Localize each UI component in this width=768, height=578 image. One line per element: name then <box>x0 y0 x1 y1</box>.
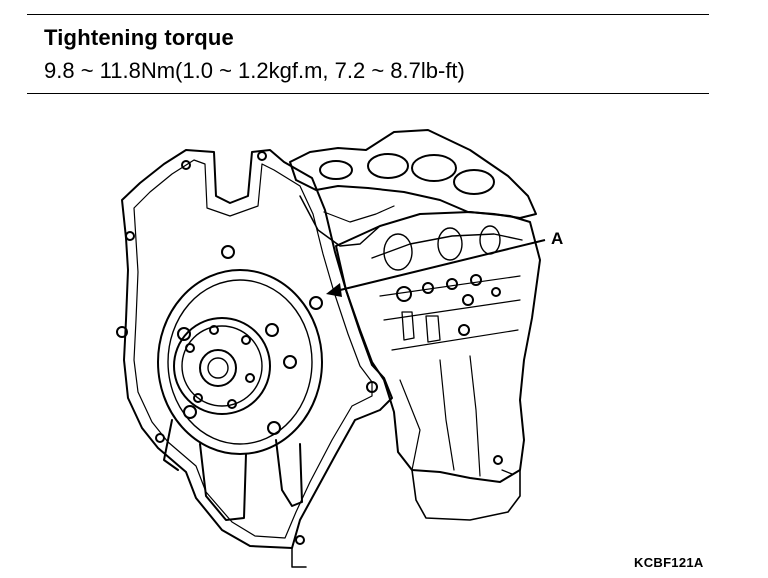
bottom-rule <box>27 93 709 94</box>
oil-pan <box>411 469 521 521</box>
engine-block <box>335 211 541 483</box>
cylinder-head <box>289 129 537 219</box>
oil-seal-housing <box>157 269 323 455</box>
rear-plate-outline <box>121 149 393 549</box>
figure-code: KCBF121A <box>634 555 704 570</box>
spec-title: Tightening torque <box>44 25 234 50</box>
callout-leader-line <box>331 239 546 293</box>
callout-arrowhead <box>326 283 342 297</box>
spec-value: 9.8 ~ 11.8Nm(1.0 ~ 1.2kgf.m, 7.2 ~ 8.7lb… <box>44 58 465 83</box>
callout-label-a: A <box>551 229 564 248</box>
rear-plate-inner <box>133 159 373 539</box>
top-rule <box>27 14 709 15</box>
crankshaft-flange <box>173 317 271 415</box>
crankshaft-hub <box>199 349 237 387</box>
